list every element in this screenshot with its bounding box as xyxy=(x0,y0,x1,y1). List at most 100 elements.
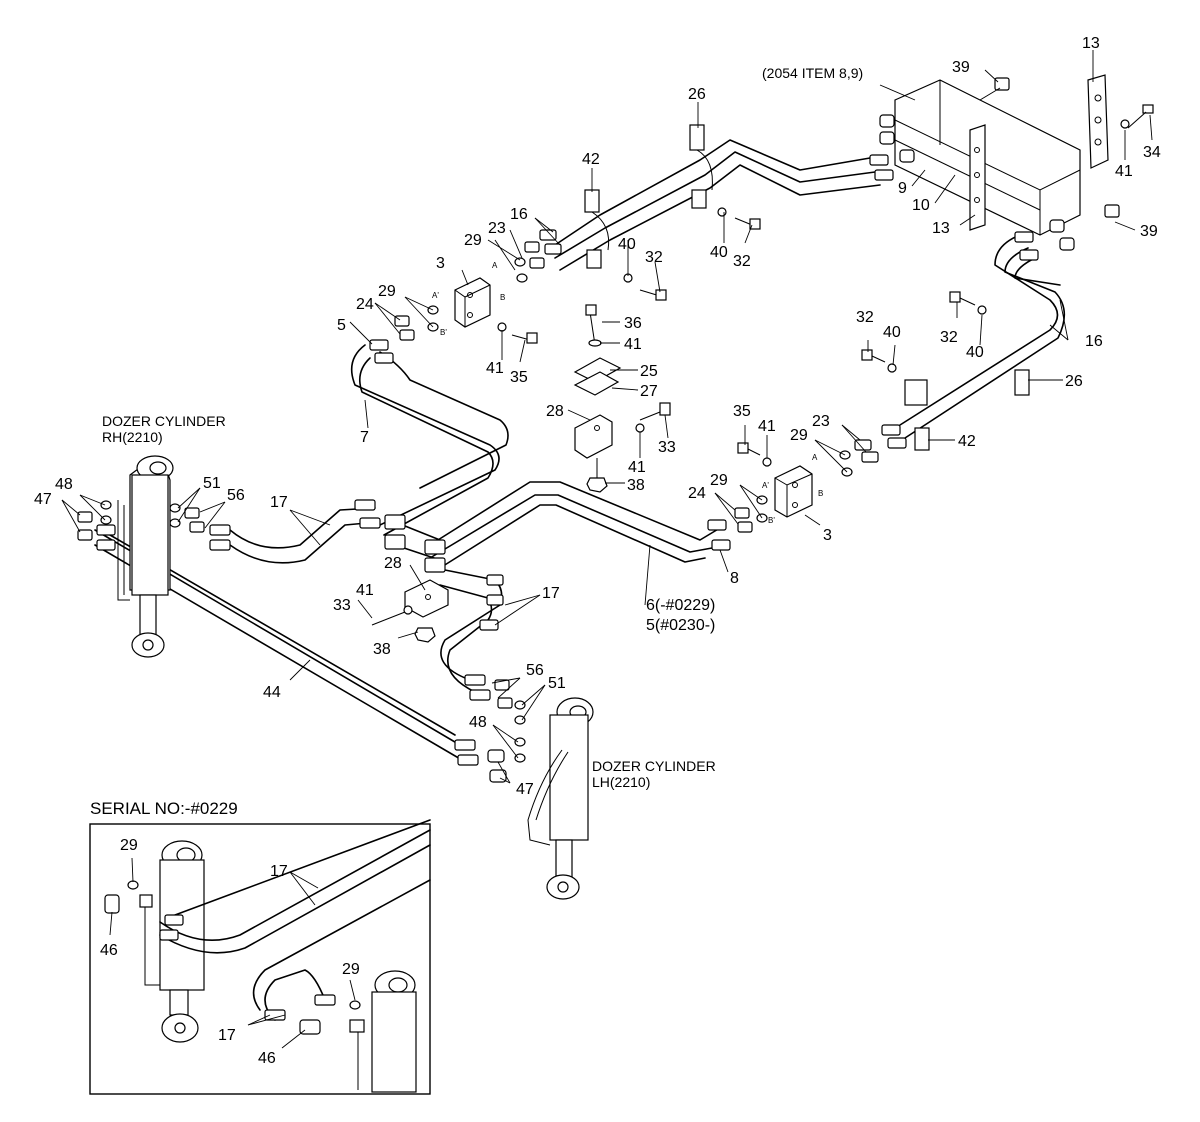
label-13-top: 13 xyxy=(1082,35,1100,52)
bracket-13-lower xyxy=(969,124,986,231)
port-mark-a-left: A xyxy=(492,261,498,270)
label-26-top: 26 xyxy=(688,86,706,103)
fastener-set-right xyxy=(737,291,987,467)
bolt-34 xyxy=(1120,104,1154,129)
label-56-lh: 56 xyxy=(526,662,544,679)
clamp-42-right xyxy=(904,379,930,451)
port-mark-b-prime-right: B' xyxy=(768,516,775,525)
serial-title: SERIAL NO:-#0229 xyxy=(90,799,238,818)
bracket-13-upper xyxy=(1087,74,1109,169)
manifold-block-3-left: A B A' B' xyxy=(432,261,505,337)
serial-inset xyxy=(89,819,431,1095)
label-46-inset-low: 46 xyxy=(258,1050,276,1067)
label-29-right-low: 29 xyxy=(710,472,728,489)
clamp-42-top xyxy=(584,189,610,269)
label-28-center: 28 xyxy=(546,403,564,420)
label-32-c: 32 xyxy=(856,309,874,326)
label-39-right: 39 xyxy=(1140,223,1158,240)
label-24-left: 24 xyxy=(356,296,374,313)
label-33-lower: 33 xyxy=(333,597,351,614)
block-28-center xyxy=(574,414,613,493)
label-42-right: 42 xyxy=(958,433,976,450)
label-38-center: 38 xyxy=(627,477,645,494)
label-42-top: 42 xyxy=(582,151,600,168)
label-24-right: 24 xyxy=(688,485,706,502)
label-10: 10 xyxy=(912,197,930,214)
label-32-d: 32 xyxy=(940,329,958,346)
label-29-left: 29 xyxy=(378,283,396,300)
clamp-26-top xyxy=(689,124,713,209)
label-32-b: 32 xyxy=(733,253,751,270)
control-valve-stack xyxy=(879,79,1081,251)
inset-pipes xyxy=(159,819,431,1021)
clamp-26-right xyxy=(1014,369,1030,396)
port-mark-b-left: B xyxy=(500,293,505,302)
label-48-rh: 48 xyxy=(55,476,73,493)
pipe-right-loop xyxy=(899,234,1066,439)
label-8: 8 xyxy=(730,570,739,587)
label-25: 25 xyxy=(640,363,658,380)
label-40-d: 40 xyxy=(966,344,984,361)
port-mark-b-prime-left: B' xyxy=(440,328,447,337)
label-7: 7 xyxy=(360,429,369,446)
pipe-middle-long xyxy=(429,481,721,569)
label-47-lh: 47 xyxy=(516,781,534,798)
label-51-lh: 51 xyxy=(548,675,566,692)
label-34: 34 xyxy=(1143,144,1161,161)
dozer-rh-caption-line1: DOZER CYLINDER xyxy=(102,413,226,429)
label-3-left: 3 xyxy=(436,255,445,272)
label-46-inset-top: 46 xyxy=(100,942,118,959)
label-41-center-low: 41 xyxy=(628,459,646,476)
label-35-right: 35 xyxy=(733,403,751,420)
label-27: 27 xyxy=(640,383,658,400)
label-13-lower: 13 xyxy=(932,220,950,237)
label-41-center: 41 xyxy=(624,336,642,353)
manifold-block-3-right: A B A' B' xyxy=(762,453,823,525)
pipe-17-lh xyxy=(439,569,503,693)
label-41-lower: 41 xyxy=(356,582,374,599)
label-41-left: 41 xyxy=(486,360,504,377)
label-29-right: 29 xyxy=(790,427,808,444)
label-9: 9 xyxy=(898,180,907,197)
block-28-lower xyxy=(371,579,449,643)
dozer-lh-caption-line2: LH(2210) xyxy=(592,774,650,790)
label-38-lower: 38 xyxy=(373,641,391,658)
label-5: 5 xyxy=(337,317,346,334)
label-3-right: 3 xyxy=(823,527,832,544)
label-35-left: 35 xyxy=(510,369,528,386)
dozer-lh-caption-line1: DOZER CYLINDER xyxy=(592,758,716,774)
inset-fittings xyxy=(104,880,365,1035)
label-56-rh: 56 xyxy=(227,487,245,504)
label-41-right: 41 xyxy=(758,418,776,435)
label-41-top: 41 xyxy=(1115,163,1133,180)
label-36: 36 xyxy=(624,315,642,332)
bolt-39-top xyxy=(979,77,1010,101)
label-29-inset-top: 29 xyxy=(120,837,138,854)
label-26-right: 26 xyxy=(1065,373,1083,390)
label-29-upper: 29 xyxy=(464,232,482,249)
label-16-right: 16 xyxy=(1085,333,1103,350)
bolt-39-right xyxy=(1104,204,1120,218)
label-23-left: 23 xyxy=(488,220,506,237)
ref-2054-caption: (2054 ITEM 8,9) xyxy=(762,65,863,81)
pipe-upper-pair xyxy=(554,139,881,271)
dozer-rh-caption-line2: RH(2210) xyxy=(102,429,163,445)
label-17-inset-top: 17 xyxy=(270,863,288,880)
label-33-center: 33 xyxy=(658,439,676,456)
hose-fittings xyxy=(77,154,1039,783)
dozer-cylinder-lh xyxy=(527,697,594,900)
inset-cylinder-left xyxy=(144,840,205,1043)
label-47-rh: 47 xyxy=(34,491,52,508)
label-17-lower: 17 xyxy=(542,585,560,602)
port-mark-a-prime-left: A' xyxy=(432,291,439,300)
port-mark-b-right: B xyxy=(818,489,823,498)
fastener-set-upper xyxy=(497,207,761,344)
inset-cylinder-right xyxy=(357,970,417,1093)
label-16-left: 16 xyxy=(510,206,528,223)
label-17-upper: 17 xyxy=(270,494,288,511)
port-mark-a-prime-right: A' xyxy=(762,481,769,490)
label-29-inset-low: 29 xyxy=(342,961,360,978)
label-44: 44 xyxy=(263,684,281,701)
part-numbers: 13 39 41 34 39 9 10 13 26 42 16 23 29 40… xyxy=(34,35,1161,1067)
